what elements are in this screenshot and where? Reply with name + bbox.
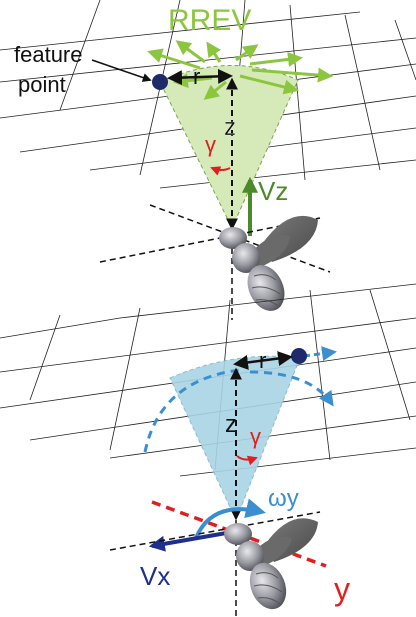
feature-point-leader-arrow — [91, 59, 152, 82]
top-bee-model — [219, 215, 318, 311]
vx-label: Vx — [140, 561, 170, 591]
y-axis-label: y — [334, 571, 350, 607]
top-gamma-label: γ — [205, 132, 216, 157]
top-z-label: z — [224, 114, 236, 141]
omega-y-arc — [194, 498, 266, 539]
bottom-flow-arc-left — [143, 368, 241, 453]
bottom-r-label: r — [259, 348, 266, 373]
bottom-gamma-arc — [236, 455, 258, 466]
bottom-bee-model — [224, 518, 318, 610]
vz-label: Vz — [258, 176, 288, 206]
top-r-dimension-arrow — [167, 68, 233, 86]
bottom-feature-flow-arrow — [303, 346, 337, 362]
bottom-z-label: z — [225, 411, 237, 438]
rrev-title: RREV — [168, 4, 251, 37]
bottom-gamma-label: γ — [250, 424, 261, 449]
omega-y-label: ωy — [268, 485, 299, 512]
top-r-label: r — [193, 64, 200, 89]
bottom-feature-point — [291, 348, 307, 364]
top-gamma-arc — [210, 166, 231, 176]
feature-point-label-line1: feature — [14, 42, 83, 67]
bottom-r-dimension-arrow — [233, 351, 293, 370]
vx-arrow — [148, 530, 233, 552]
top-feature-point — [152, 74, 168, 90]
feature-point-label-line2: point — [18, 72, 66, 97]
bottom-bee-body-axes — [109, 511, 321, 617]
